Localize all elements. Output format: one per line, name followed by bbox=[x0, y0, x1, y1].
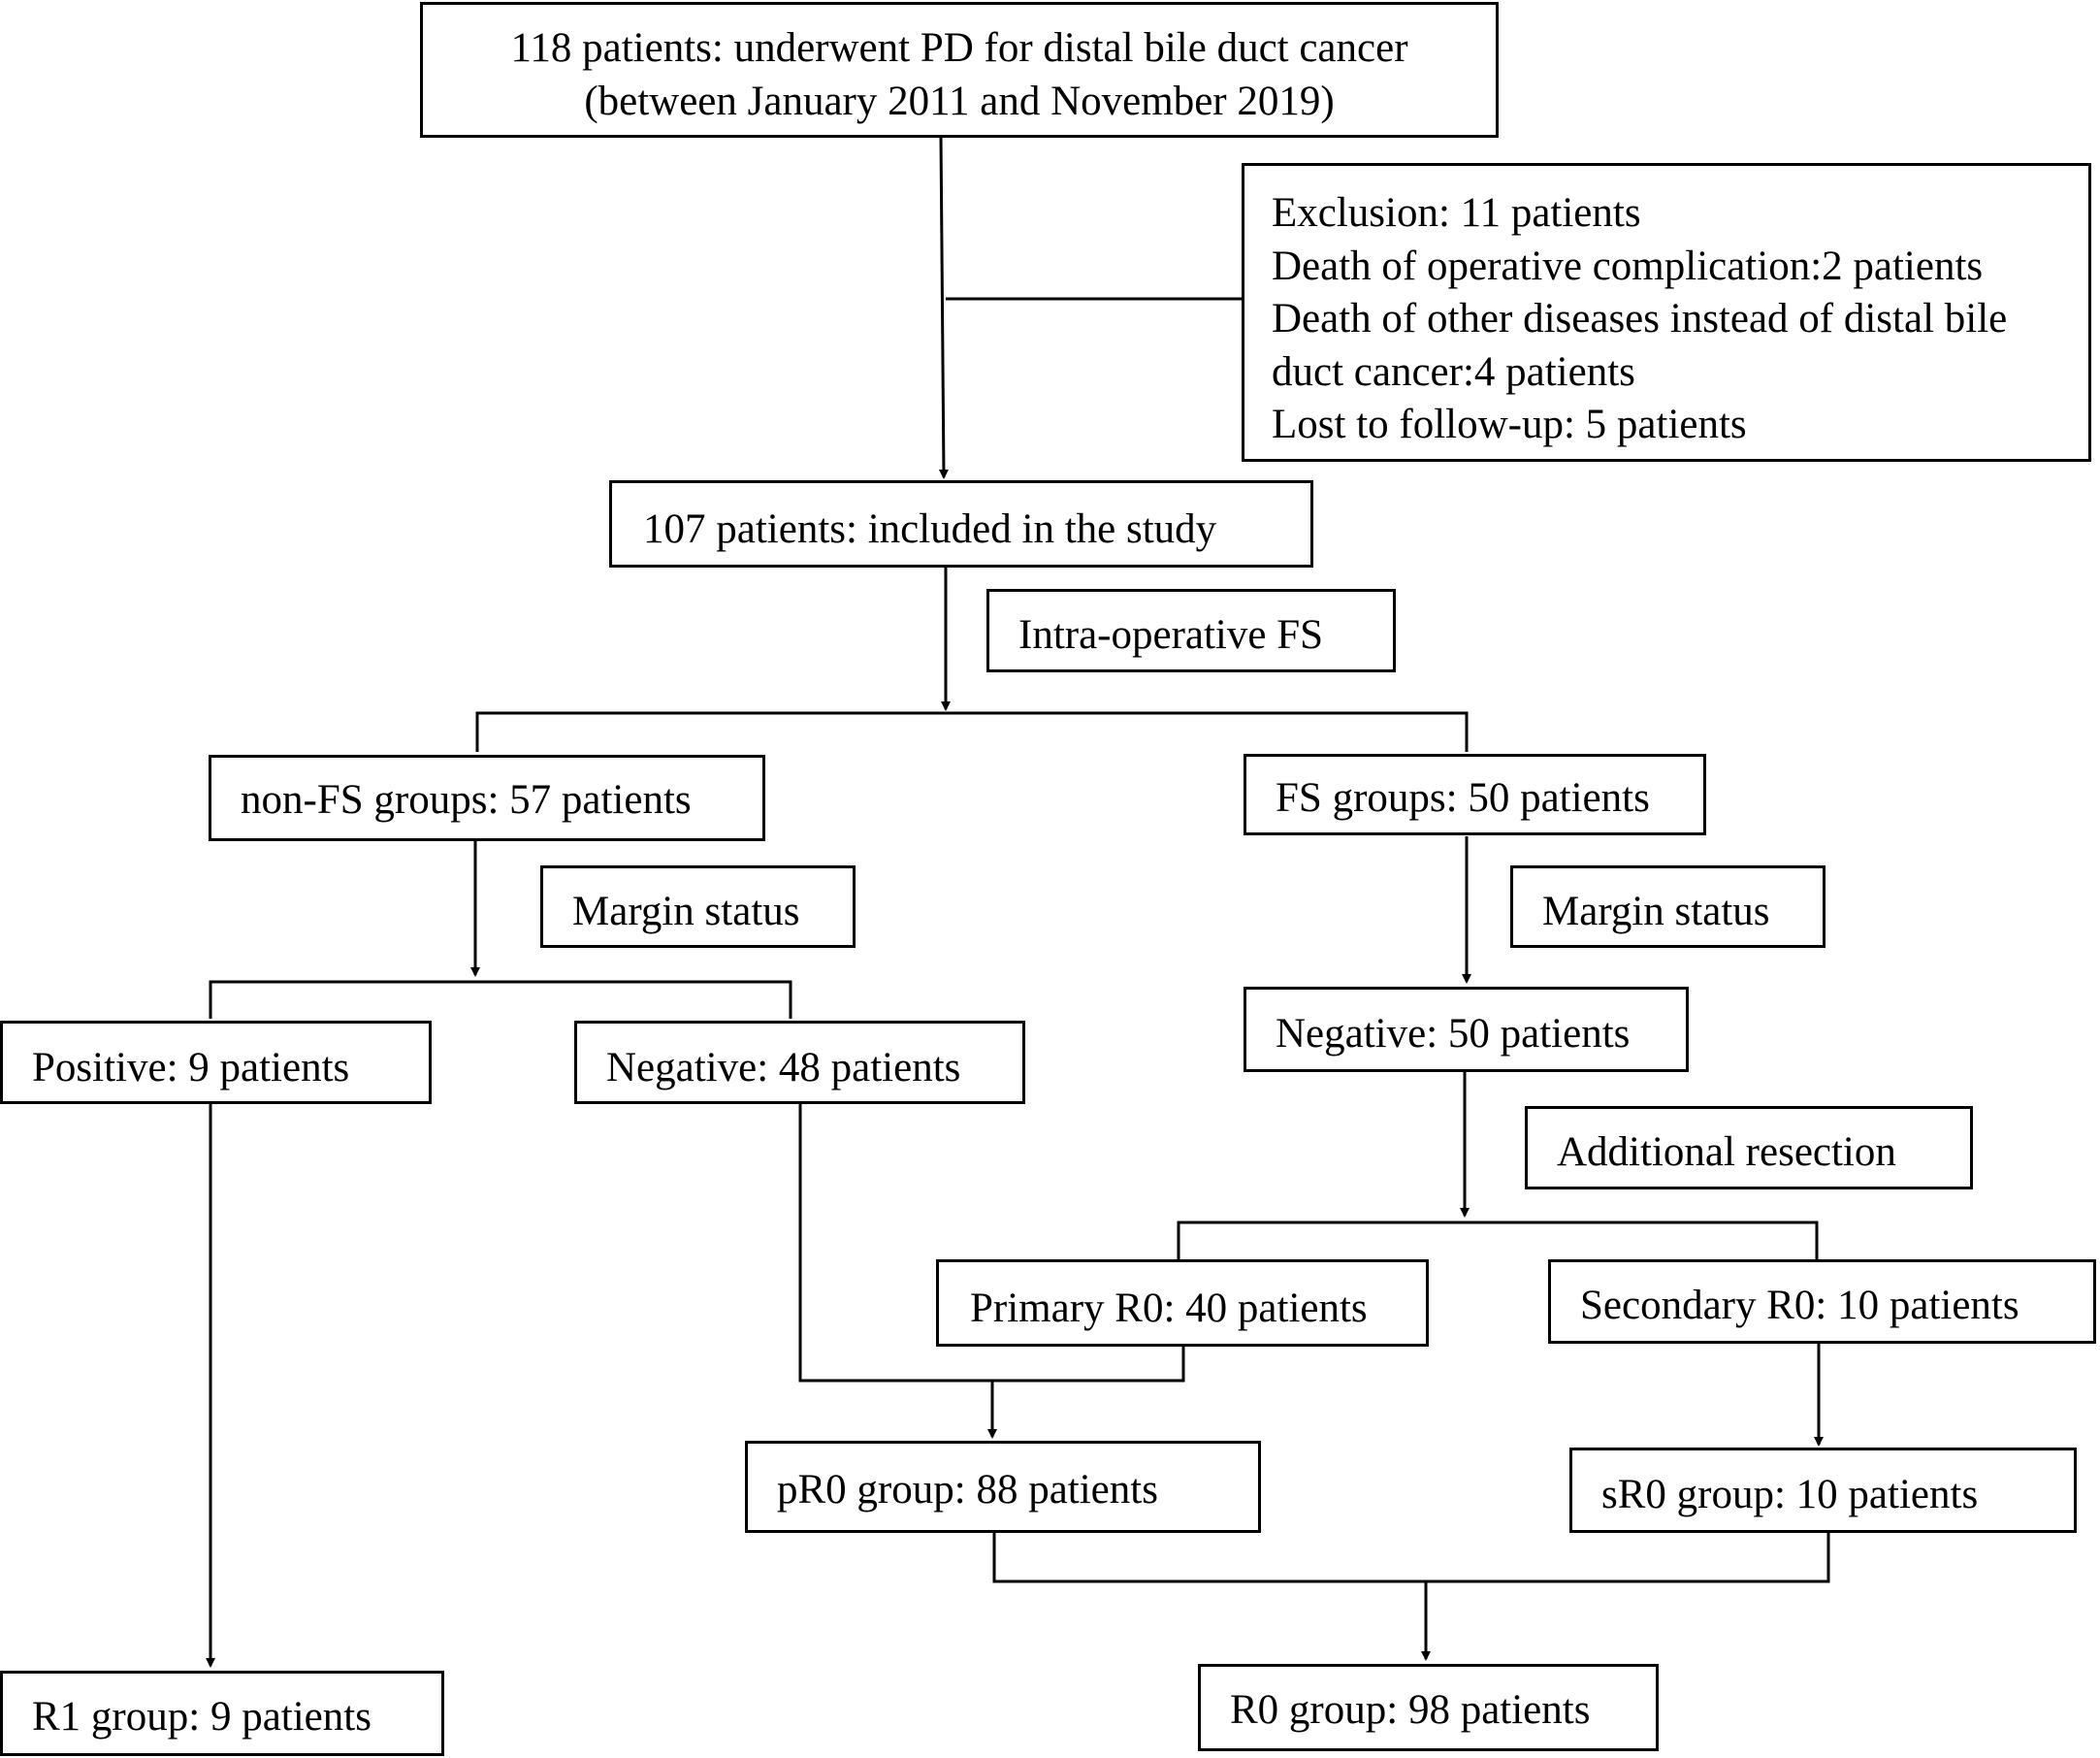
r0-box: R0 group: 98 patients bbox=[1198, 1664, 1659, 1751]
exclusion-line-1: Exclusion: 11 patients bbox=[1272, 190, 1641, 236]
exclusion-line-4: duct cancer:4 patients bbox=[1272, 348, 1635, 395]
arrow-start-to-included bbox=[938, 135, 949, 479]
pr0-box: pR0 group: 88 patients bbox=[745, 1441, 1261, 1533]
merge-r0 bbox=[992, 1533, 1830, 1583]
secondary-r0-box: Secondary R0: 10 patients bbox=[1548, 1259, 2096, 1344]
exclusion-line-3: Death of other diseases instead of dista… bbox=[1272, 296, 2008, 342]
sr0-box: sR0 group: 10 patients bbox=[1569, 1448, 2077, 1533]
non-fs-box: non-FS groups: 57 patients bbox=[209, 755, 765, 841]
start-box: 118 patients: underwent PD for distal bi… bbox=[420, 2, 1499, 138]
additional-resection-label: Additional resection bbox=[1525, 1106, 1973, 1189]
margin-status-right-label: Margin status bbox=[1510, 865, 1825, 948]
negative-right-box: Negative: 50 patients bbox=[1244, 987, 1689, 1072]
included-box: 107 patients: included in the study bbox=[609, 480, 1313, 568]
intraop-fs-label: Intra-operative FS bbox=[986, 589, 1396, 672]
fs-box: FS groups: 50 patients bbox=[1244, 754, 1706, 835]
exclusion-box: Exclusion: 11 patients Death of operativ… bbox=[1242, 163, 2091, 462]
r1-box: R1 group: 9 patients bbox=[0, 1671, 444, 1756]
positive-box: Positive: 9 patients bbox=[0, 1021, 432, 1104]
margin-status-left-label: Margin status bbox=[540, 865, 856, 948]
exclusion-line-2: Death of operative complication:2 patien… bbox=[1272, 243, 1984, 289]
start-line-1: 118 patients: underwent PD for distal bi… bbox=[510, 25, 1408, 71]
split-r0 bbox=[1177, 1221, 1819, 1261]
split-fs bbox=[475, 711, 1469, 752]
exclusion-line-5: Lost to follow-up: 5 patients bbox=[1272, 402, 1747, 448]
start-line-2: (between January 2011 and November 2019) bbox=[584, 79, 1335, 125]
split-margin-left bbox=[209, 980, 792, 1019]
negative-left-box: Negative: 48 patients bbox=[574, 1021, 1025, 1104]
primary-r0-box: Primary R0: 40 patients bbox=[936, 1259, 1429, 1347]
